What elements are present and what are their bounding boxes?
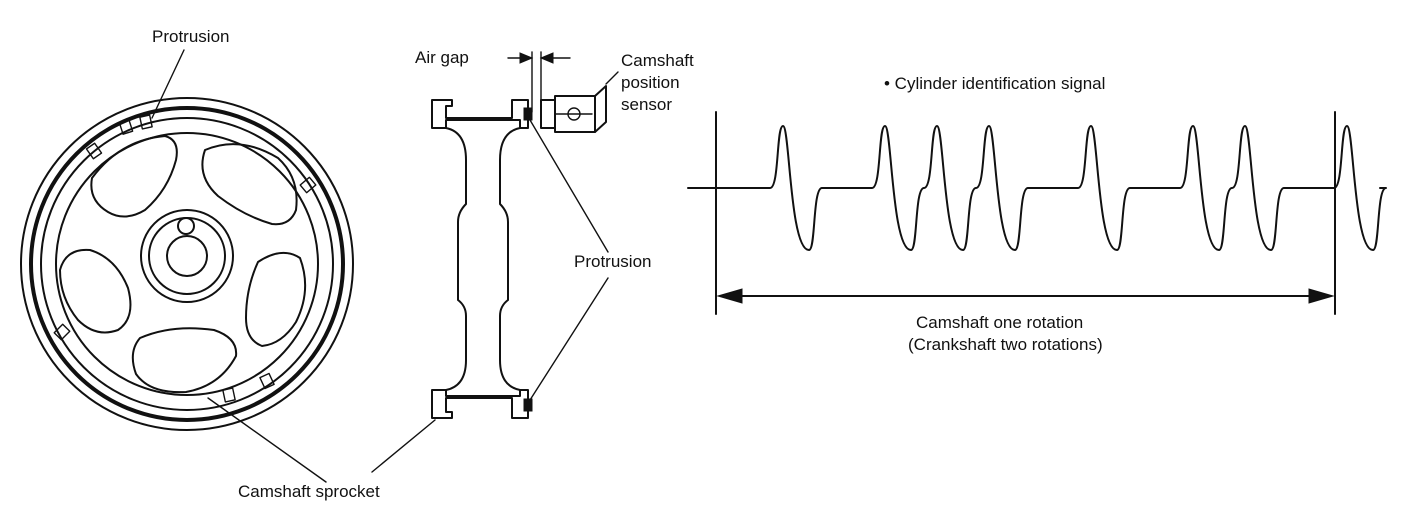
protrusion-lug	[139, 114, 153, 130]
protrusion-top-label: Protrusion	[152, 27, 230, 46]
sprocket-window	[59, 248, 132, 334]
air-gap-arrow-right-head	[539, 52, 554, 64]
sprocket-hub-bore	[166, 235, 208, 277]
signal-title: • Cylinder identification signal	[884, 74, 1106, 93]
sensor-tip	[540, 99, 556, 129]
sensor-label-line3: sensor	[621, 95, 673, 114]
rotation-label-line1: Camshaft one rotation	[916, 313, 1084, 332]
air-gap-label: Air gap	[415, 48, 469, 67]
rotation-label-line2: (Crankshaft two rotations)	[908, 335, 1103, 354]
side-top-flange	[431, 99, 529, 129]
sprocket-hub-mid	[148, 217, 226, 295]
sprocket-outer-rim	[20, 97, 354, 431]
protrusion-lug	[259, 372, 275, 390]
signal-graph	[687, 111, 1387, 315]
sprocket-protrusions	[53, 114, 317, 403]
air-gap-indicator	[507, 51, 571, 113]
sprocket-hub-outer	[140, 209, 234, 303]
sprocket-window	[131, 327, 238, 394]
rotation-arrow-left	[716, 288, 743, 304]
protrusion-right-label: Protrusion	[574, 252, 652, 271]
sprocket-window	[201, 143, 298, 226]
protrusion-leader-line	[151, 49, 185, 119]
sprocket-side-view	[371, 99, 609, 473]
sprocket-side-leader	[371, 419, 436, 473]
side-protrusion-bottom	[523, 398, 533, 412]
protrusion-right-leader-top	[529, 119, 609, 253]
sensor-body	[554, 95, 596, 133]
sprocket-front-view	[20, 49, 354, 483]
protrusion-right-leader-bottom	[529, 277, 609, 401]
camshaft-sprocket-label: Camshaft sprocket	[238, 482, 380, 501]
sensor-label-line1: Camshaft	[621, 51, 694, 70]
side-bottom-flange	[431, 389, 529, 419]
sprocket-leader-line	[207, 397, 327, 483]
sprocket-windows	[59, 135, 307, 394]
rotation-arrow-right	[1308, 288, 1335, 304]
side-web-right	[499, 127, 521, 391]
sprocket-inner-rim	[40, 117, 334, 411]
sensor-leader-line	[605, 71, 619, 85]
sensor-bracket	[594, 85, 607, 133]
protrusion-lug	[299, 176, 317, 194]
sensor-label-line2: position	[621, 73, 680, 92]
side-protrusion-top	[523, 107, 533, 121]
sprocket-dowel	[177, 217, 195, 235]
protrusion-lug	[85, 142, 103, 160]
protrusion-lug	[53, 323, 71, 341]
sprocket-window	[245, 251, 307, 347]
cylinder-identification-waveform	[687, 125, 1387, 251]
side-web-left	[445, 127, 467, 391]
protrusion-lug	[222, 387, 236, 403]
sprocket-web-ring	[55, 132, 319, 396]
protrusion-lug	[118, 119, 134, 135]
camshaft-position-sensor	[540, 71, 619, 133]
sprocket-band	[29, 106, 345, 422]
air-gap-arrow-left-head	[519, 52, 534, 64]
sprocket-window	[90, 135, 178, 218]
